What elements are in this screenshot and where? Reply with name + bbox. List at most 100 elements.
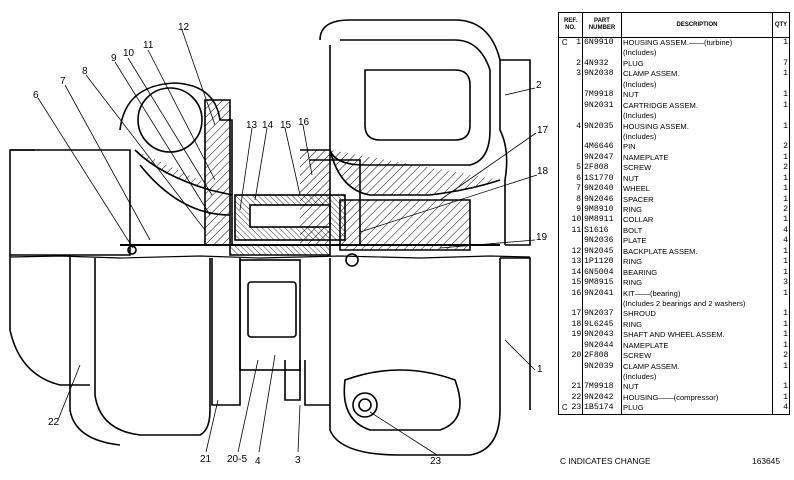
part-number: 9N2040 (582, 184, 622, 195)
change-flag (559, 184, 571, 194)
quantity: 2 (783, 163, 788, 173)
compressor-housing (94, 258, 211, 436)
change-flag (559, 80, 571, 90)
description: NUT (621, 382, 773, 393)
quantity: 1 (783, 69, 788, 79)
description: CLAMP ASSEM. (621, 361, 773, 372)
change-flag: C (561, 38, 568, 48)
ref-number (570, 111, 583, 122)
quantity: 4 (783, 236, 788, 246)
compressor-outlet-pipe (9, 149, 131, 256)
quantity: 1 (783, 184, 788, 194)
description: SHROUD (621, 309, 773, 320)
ref-number: 6 (570, 173, 583, 185)
ref-number: 17 (570, 309, 583, 320)
part-number: 9N2036 (582, 236, 622, 247)
callout-11: 11 (143, 40, 154, 51)
ref-number: 16 (570, 288, 583, 299)
part-number: 9N2041 (582, 288, 622, 299)
description: KIT——(bearing) (621, 288, 773, 299)
callout-3: 3 (295, 455, 301, 466)
part-number: 2F808 (582, 351, 622, 362)
part-number: 9N2046 (582, 194, 622, 205)
quantity: 1 (783, 330, 788, 340)
description: CARTRIDGE ASSEM. (621, 100, 773, 112)
change-flag (559, 341, 571, 351)
ref-number (570, 236, 583, 247)
quantity: 1 (783, 309, 788, 319)
change-flag (559, 247, 571, 257)
change-flag (559, 257, 571, 267)
change-flag (559, 215, 571, 225)
change-flag (559, 382, 571, 392)
quantity (773, 372, 790, 382)
change-flag (559, 299, 571, 309)
description: NUT (621, 90, 773, 101)
part-number: 7M9918 (582, 90, 622, 101)
description: SHAFT AND WHEEL ASSEM. (621, 330, 773, 341)
change-flag (559, 122, 571, 132)
parts-row: (Includes) (559, 111, 790, 122)
ref-number (570, 340, 583, 352)
callout-13: 13 (246, 120, 258, 131)
section-break-line (9, 255, 531, 259)
ref-number: 14 (570, 267, 583, 279)
description: RING (621, 257, 773, 268)
ref-number: 8 (570, 194, 583, 205)
part-number: 4M6646 (582, 142, 622, 153)
part-number: 9N2039 (582, 361, 622, 372)
callout-1: 1 (537, 364, 543, 375)
change-flag (559, 205, 571, 215)
part-number (582, 372, 622, 383)
callout-19: 19 (536, 232, 548, 243)
part-number: S1616 (582, 225, 622, 237)
quantity (773, 111, 790, 121)
description: (Includes) (621, 372, 773, 383)
change-flag (559, 153, 571, 163)
part-number: 6N9910 (582, 37, 622, 49)
part-number: 1B5174 (582, 403, 622, 415)
ref-number: 22 (570, 392, 583, 404)
part-number (582, 131, 622, 143)
turbocharger-section-drawing: 12 11 10 9 8 7 6 13 14 15 16 17 2 18 19 … (9, 19, 549, 467)
ref-number: 2 (570, 58, 583, 70)
quantity: 1 (783, 215, 788, 225)
change-flag: C (558, 403, 571, 415)
ref-number (570, 152, 583, 164)
description: PLATE (621, 236, 773, 247)
quantity: 1 (783, 100, 788, 110)
description: SPACER (621, 194, 773, 205)
description: COLLAR (621, 215, 773, 226)
ref-number (570, 79, 583, 91)
ref-number: 12 (570, 246, 583, 258)
quantity: 2 (783, 142, 788, 152)
quantity: 1 (783, 194, 788, 204)
quantity: 1 (783, 267, 788, 277)
part-number: 1S1770 (582, 173, 622, 185)
part-number: 9M8911 (582, 215, 622, 226)
quantity: 2 (783, 205, 788, 215)
ref-number: 4 (570, 121, 583, 132)
ref-number: 1 (570, 37, 583, 49)
callout-2: 2 (536, 80, 542, 91)
description: (Includes) (621, 111, 773, 122)
ref-number: 10 (570, 215, 583, 226)
description: (Includes 2 bearings and 2 washers) (621, 298, 773, 310)
ref-number (570, 48, 583, 59)
